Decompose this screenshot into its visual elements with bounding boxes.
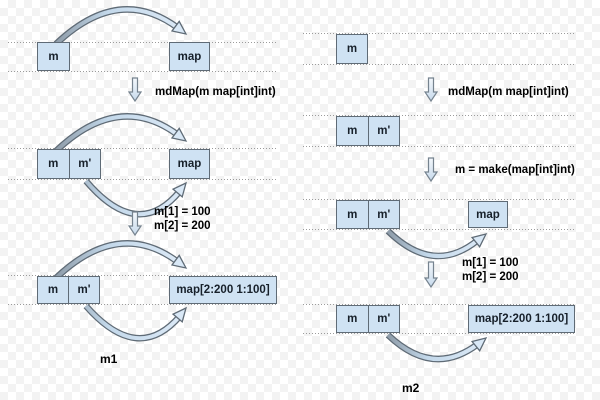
var-pair-box: m m' — [37, 149, 101, 179]
down-arrow-icon — [127, 211, 143, 237]
right-scenario-caption: m2 — [402, 381, 420, 395]
guide-line — [8, 71, 278, 72]
var-box-m: m — [336, 34, 368, 64]
left-scenario-caption: m1 — [100, 352, 118, 366]
heap-box-map: map — [468, 201, 508, 228]
assign-annotation-line2: m[2] = 200 — [154, 220, 211, 232]
guide-line — [303, 115, 576, 116]
assign-annotation-line1: m[1] = 100 — [154, 206, 211, 218]
arc-mprime-to-map-step3 — [83, 303, 187, 342]
var-box-m-prime: m' — [68, 277, 99, 303]
assign-annotation-line2: m[2] = 200 — [462, 271, 519, 283]
var-box-m-prime: m' — [367, 201, 400, 228]
mdmap-call-annotation: mdMap(m map[int]int) — [155, 86, 276, 98]
down-arrow-icon — [423, 261, 439, 289]
guide-line — [303, 146, 576, 147]
var-box-m-prime: m' — [68, 150, 101, 178]
guide-line — [8, 179, 278, 180]
var-pair-box: m m' — [37, 276, 100, 304]
mdmap-call-annotation: mdMap(m map[int]int) — [448, 86, 569, 98]
assign-annotation-line1: m[1] = 100 — [462, 257, 519, 269]
var-box-m-prime: m' — [367, 306, 400, 332]
var-box-m: m — [347, 208, 358, 221]
heap-box-map: map — [169, 42, 210, 71]
heap-box-map-populated: map[2:200 1:100] — [169, 276, 277, 304]
down-arrow-icon — [423, 77, 439, 103]
make-call-annotation: m = make(map[int]int) — [455, 164, 575, 176]
guide-line — [303, 229, 576, 230]
var-box-m: m — [47, 284, 59, 296]
guide-line — [303, 333, 576, 334]
arc-m-to-map-step3 — [53, 240, 188, 281]
guide-line — [303, 33, 576, 34]
arc-mprime-to-map-right-step3 — [385, 228, 488, 260]
down-arrow-icon — [423, 157, 439, 183]
arc-m-to-map-step2 — [53, 113, 188, 154]
guide-line — [303, 64, 576, 65]
var-box-m: m — [347, 125, 358, 137]
heap-box-map-populated: map[2:200 1:100] — [468, 305, 575, 333]
var-pair-box: m m' — [336, 305, 400, 333]
var-box-m: m — [347, 313, 358, 325]
var-box-m-prime: m' — [367, 117, 400, 145]
guide-line — [8, 304, 278, 305]
down-arrow-icon — [127, 77, 143, 103]
guide-line — [303, 304, 576, 305]
arc-mprime-to-map-right-step4 — [385, 332, 488, 363]
heap-box-map: map — [169, 149, 210, 179]
var-box-m: m — [48, 158, 59, 170]
arc-m-to-map-step1 — [53, 6, 188, 47]
var-pair-box: m m' — [336, 116, 400, 146]
guide-line — [303, 199, 576, 200]
var-box-m: m — [37, 42, 70, 71]
var-pair-box: m m' — [336, 200, 400, 229]
